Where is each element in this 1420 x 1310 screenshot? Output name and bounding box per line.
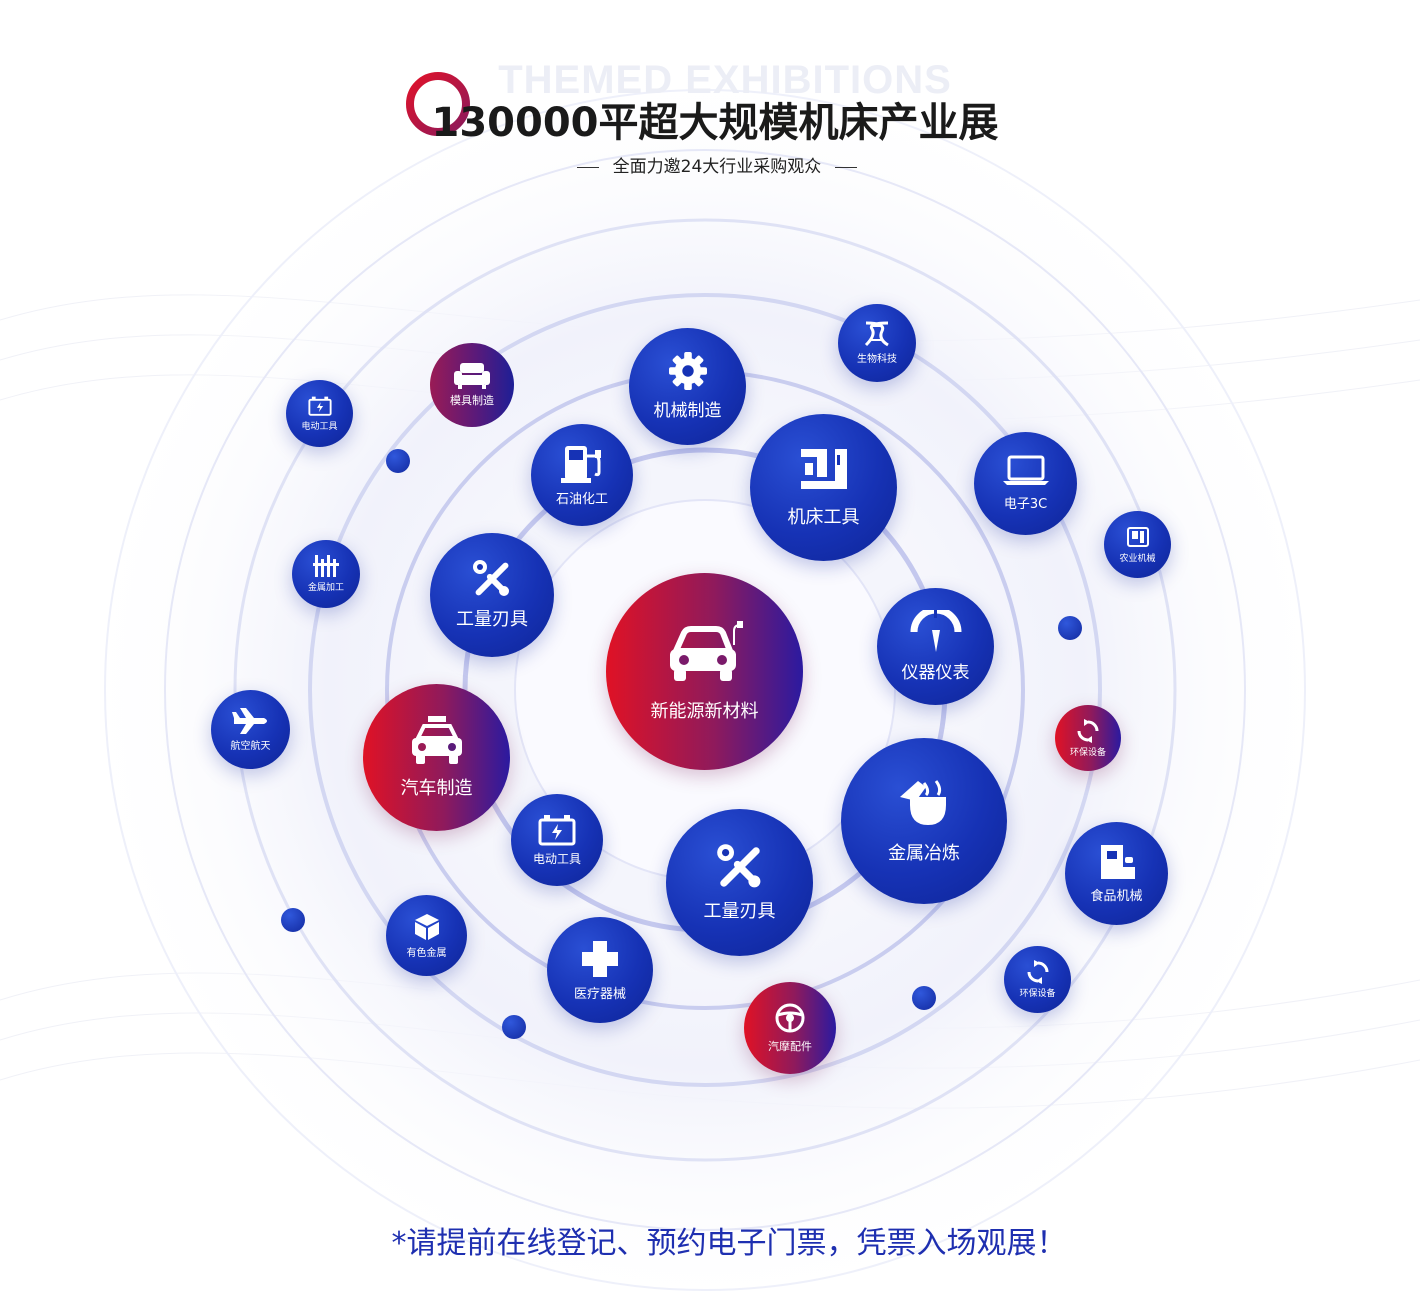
industry-jixie[interactable]: 机械制造 [629,328,746,445]
industry-label: 农业机械 [1119,553,1156,564]
recycle-icon [1027,960,1048,984]
smelting-icon [900,780,946,825]
industry-label: 金属冶炼 [888,843,960,864]
industry-gongliang-1[interactable]: 工量刃具 [430,533,554,657]
industry-qiche[interactable]: 汽车制造 [363,684,510,831]
orbit-dot [1058,616,1082,640]
ev-car-icon [669,620,743,681]
dna-icon [864,321,889,347]
cube-icon [414,913,439,940]
industry-jinshu-jiagong[interactable]: 金属加工 [292,540,360,608]
industry-label: 金属加工 [307,583,344,593]
subtitle-text: 全面力邀24大行业采购观众 [612,157,822,177]
battery-icon [538,814,576,845]
ring-logo-icon [406,72,470,136]
tools-icon [716,843,760,887]
industry-yiqi[interactable]: 仪器仪表 [877,588,994,705]
industry-qipei[interactable]: 汽摩配件 [744,982,836,1074]
taxi-icon [411,715,462,764]
food-machine-icon [1100,845,1135,879]
divider [835,166,858,168]
industry-yiliao[interactable]: 医疗器械 [547,917,653,1023]
industry-huanbao-2[interactable]: 环保设备 [1004,946,1071,1013]
industry-label: 模具制造 [450,393,494,407]
industry-muju[interactable]: 模具制造 [430,343,514,427]
industry-label: 电子3C [1003,497,1048,512]
sofa-icon [454,362,490,389]
orbit-dot [386,449,410,473]
fuel-pump-icon [561,445,601,483]
steering-wheel-icon [775,1003,805,1033]
gauge-icon [910,610,961,652]
recycle-icon [1077,718,1099,743]
industry-label: 工量刃具 [456,609,528,630]
industry-diandong-2[interactable]: 电动工具 [511,794,603,886]
industry-label: 机械制造 [653,401,722,421]
industry-shipin[interactable]: 食品机械 [1065,822,1168,925]
page-title: 130000平超大规模机床产业展 [431,100,999,146]
medical-cross-icon [582,940,618,977]
industry-label: 工量刃具 [703,900,776,922]
industry-label: 生物科技 [857,354,897,365]
industry-gongliang-2[interactable]: 工量刃具 [666,809,813,956]
gear-icon [668,352,707,390]
header-bg-text: THEMED EXHIBITIONS [498,58,952,102]
industry-xinnengyuan[interactable]: 新能源新材料 [606,573,803,770]
industry-label: 机床工具 [787,506,860,528]
industry-label: 汽摩配件 [768,1040,812,1053]
industry-jinshu-yelian[interactable]: 金属冶炼 [841,738,1007,904]
orbit-dot [502,1015,526,1039]
industry-dianzi[interactable]: 电子3C [974,432,1077,535]
registration-notice: *请提前在线登记、预约电子门票，凭票入场观展！ [391,1226,1067,1261]
industry-huanbao-1[interactable]: 环保设备 [1055,705,1121,771]
header: THEMED EXHIBITIONS 130000平超大规模机床产业展 全面力邀… [0,0,1420,200]
machine-tool-icon [800,448,847,489]
industry-label: 电动工具 [301,421,338,432]
industry-label: 食品机械 [1090,889,1143,904]
industry-youse[interactable]: 有色金属 [386,895,467,976]
industry-label: 汽车制造 [400,777,473,799]
industry-label: 新能源新材料 [650,700,759,722]
industry-nongye[interactable]: 农业机械 [1104,511,1171,578]
industry-shengwu[interactable]: 生物科技 [838,304,916,382]
tools-icon [473,560,509,596]
industry-label: 石油化工 [555,491,608,507]
industry-jichuang[interactable]: 机床工具 [750,414,897,561]
battery-icon [307,396,332,416]
subtitle: 全面力邀24大行业采购观众 [0,152,1420,177]
factory-icon [313,555,339,577]
industry-label: 有色金属 [406,947,447,959]
industry-label: 航空航天 [230,740,271,752]
industry-diandong-1[interactable]: 电动工具 [286,380,353,447]
industry-label: 医疗器械 [573,986,626,1002]
tractor-icon [1126,526,1149,547]
orbit-dot [912,986,936,1010]
orbit-dot [281,908,305,932]
industry-label: 环保设备 [1069,747,1106,758]
industry-shiyou[interactable]: 石油化工 [531,424,633,526]
divider [576,166,599,168]
industry-hangkong[interactable]: 航空航天 [211,690,290,769]
laptop-icon [1002,455,1049,485]
airplane-icon [231,707,267,734]
industry-label: 环保设备 [1019,989,1056,999]
industry-label: 电动工具 [532,851,581,866]
industry-label: 仪器仪表 [901,663,970,683]
